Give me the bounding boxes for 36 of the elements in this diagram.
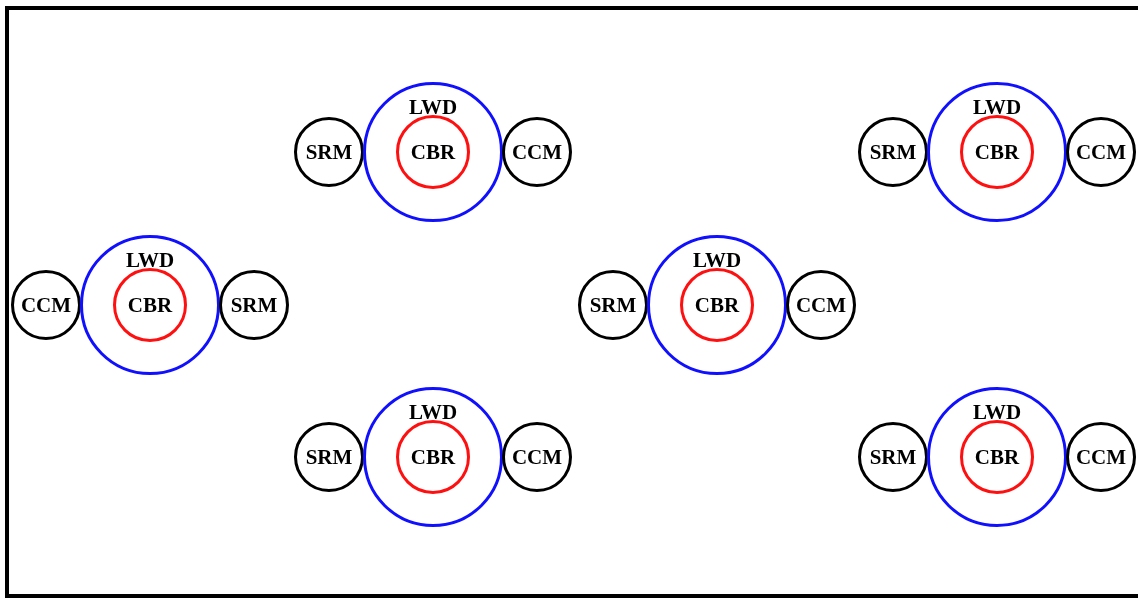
node-label: CBR xyxy=(974,446,1020,468)
circle-node xyxy=(396,420,470,494)
node-label: LWD xyxy=(692,250,742,271)
node-label: CCM xyxy=(795,294,847,316)
node-label: LWD xyxy=(408,97,458,118)
circle-node xyxy=(363,82,503,222)
circle-node xyxy=(647,235,787,375)
circle-node xyxy=(396,115,470,189)
node-label: CCM xyxy=(511,141,563,163)
node-label: CCM xyxy=(20,294,72,316)
node-label: CCM xyxy=(1075,446,1127,468)
circle-node xyxy=(960,115,1034,189)
node-label: LWD xyxy=(972,402,1022,423)
circle-node xyxy=(113,268,187,342)
node-label: SRM xyxy=(305,446,353,468)
node-label: CBR xyxy=(974,141,1020,163)
circle-node xyxy=(363,387,503,527)
node-label: CBR xyxy=(127,294,173,316)
node-label: CBR xyxy=(410,141,456,163)
node-label: LWD xyxy=(408,402,458,423)
node-label: SRM xyxy=(305,141,353,163)
circle-node xyxy=(680,268,754,342)
node-label: CCM xyxy=(1075,141,1127,163)
circle-node xyxy=(80,235,220,375)
circle-node xyxy=(960,420,1034,494)
node-label: CCM xyxy=(511,446,563,468)
node-label: CBR xyxy=(410,446,456,468)
node-label: LWD xyxy=(125,250,175,271)
circle-node xyxy=(927,387,1067,527)
node-label: LWD xyxy=(972,97,1022,118)
circle-node xyxy=(927,82,1067,222)
node-label: SRM xyxy=(589,294,637,316)
node-label: SRM xyxy=(869,446,917,468)
node-label: SRM xyxy=(869,141,917,163)
node-label: SRM xyxy=(230,294,278,316)
node-label: CBR xyxy=(694,294,740,316)
